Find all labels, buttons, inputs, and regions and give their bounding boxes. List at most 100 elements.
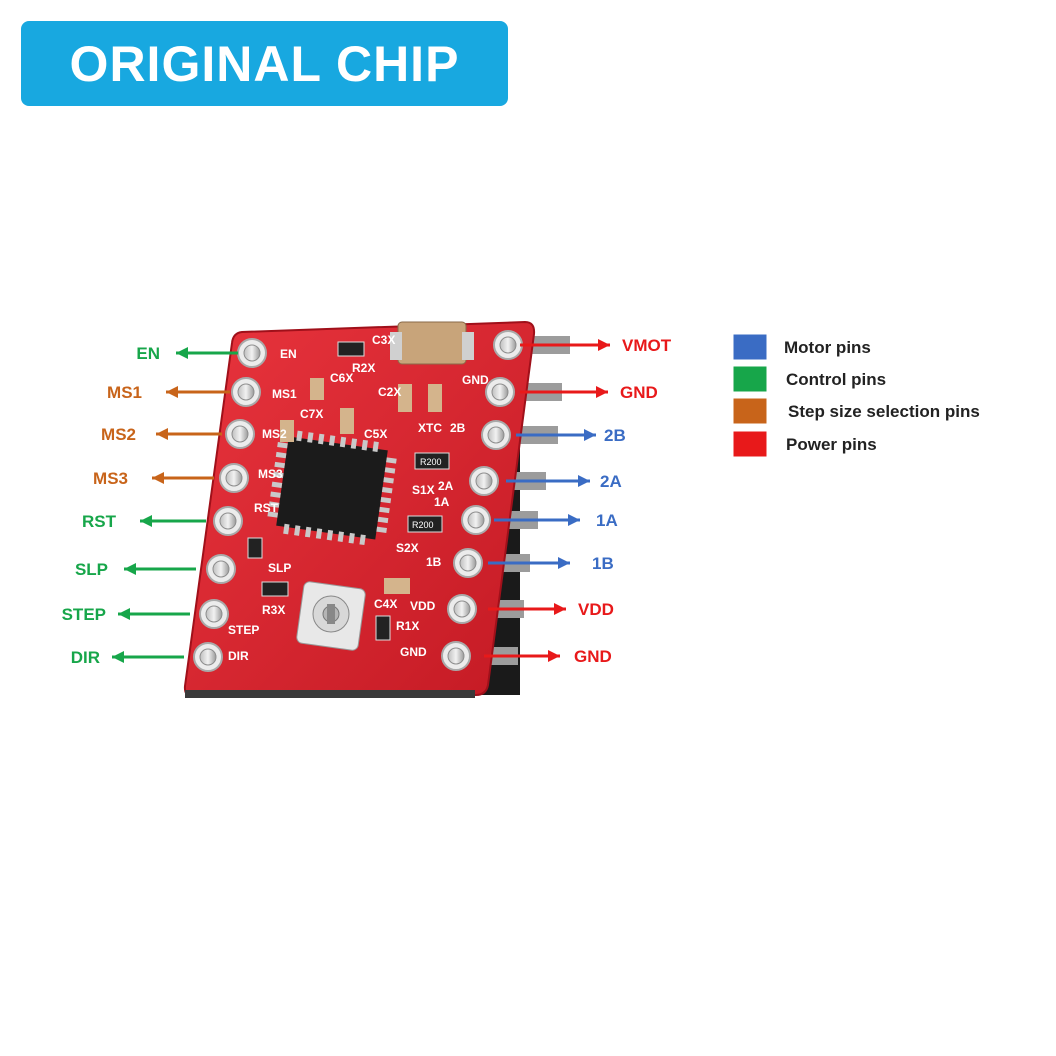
silk-r2x: R2X xyxy=(352,361,375,375)
silkscreen-labels: EN MS1 MS2 MS3 RST SLP STEP DIR R2X C3X … xyxy=(228,333,489,663)
arrow-en xyxy=(176,347,238,359)
silk-xtc: XTC xyxy=(418,421,442,435)
banner-title: ORIGINAL CHIP xyxy=(69,35,460,92)
pad-en xyxy=(237,338,267,368)
pcb-edge xyxy=(185,690,475,698)
legend-label: Power pins xyxy=(786,435,877,454)
right-solder-pads xyxy=(441,330,523,671)
silk-dir: DIR xyxy=(228,649,249,663)
pin-label-ms3: MS3 xyxy=(93,469,128,488)
legend-item-power-pins: Power pins xyxy=(732,430,877,458)
pin-label-ms2: MS2 xyxy=(101,425,136,444)
silk-2b: 2B xyxy=(450,421,466,435)
arrow-2a-3 xyxy=(506,475,590,487)
silk-step: STEP xyxy=(228,623,259,637)
silk-rst: RST xyxy=(254,501,279,515)
pin-label-dir: DIR xyxy=(71,648,100,667)
driver-ic xyxy=(267,430,397,546)
smd-components xyxy=(247,341,450,641)
arrow-gnd-7 xyxy=(484,650,560,662)
silk-1b: 1B xyxy=(426,555,442,569)
arrow-gnd-1 xyxy=(520,386,608,398)
legend-item-motor-pins: Motor pins xyxy=(732,333,871,361)
potentiometer xyxy=(296,581,366,651)
arrow-step xyxy=(118,608,190,620)
silk-r200b: R200 xyxy=(412,520,434,530)
right-pin-callouts: VMOT GND 2B 2A 1A 1B VDD GND xyxy=(484,336,672,666)
pad-dir xyxy=(193,642,223,672)
pin-label-vdd-6: VDD xyxy=(578,600,614,619)
legend-swatch xyxy=(732,430,768,458)
pin-label-1a-4: 1A xyxy=(596,511,618,530)
pad-ms3 xyxy=(219,463,249,493)
pin-label-2a-3: 2A xyxy=(600,472,622,491)
silk-gnd-top: GND xyxy=(462,373,489,387)
pin-label-vmot-0: VMOT xyxy=(622,336,672,355)
silk-r1x: R1X xyxy=(396,619,419,633)
legend-item-step-size-selection-pins: Step size selection pins xyxy=(732,397,980,425)
pin-label-step: STEP xyxy=(62,605,106,624)
capacitor-large xyxy=(397,321,467,365)
arrow-2b-2 xyxy=(516,429,596,441)
pad-rst xyxy=(213,506,243,536)
silk-en: EN xyxy=(280,347,297,361)
silk-c2x: C2X xyxy=(378,385,401,399)
pin-label-gnd-7: GND xyxy=(574,647,612,666)
legend-label: Step size selection pins xyxy=(788,402,980,421)
pin-label-1b-5: 1B xyxy=(592,554,614,573)
silk-c6x: C6X xyxy=(330,371,353,385)
arrow-slp xyxy=(124,563,196,575)
silk-slp: SLP xyxy=(268,561,291,575)
arrow-ms2 xyxy=(156,428,222,440)
pin-label-2b-2: 2B xyxy=(604,426,626,445)
pad-gnd-1 xyxy=(485,377,515,407)
arrow-vmot-0 xyxy=(520,339,610,351)
arrow-ms1 xyxy=(166,386,230,398)
silk-r3x: R3X xyxy=(262,603,285,617)
silk-s2x: S2X xyxy=(396,541,419,555)
pin-label-rst: RST xyxy=(82,512,117,531)
silk-ms2: MS2 xyxy=(262,427,287,441)
arrow-rst xyxy=(140,515,206,527)
legend-item-control-pins: Control pins xyxy=(732,365,886,393)
silk-1a: 1A xyxy=(434,495,450,509)
silk-vdd: VDD xyxy=(410,599,436,613)
legend-swatch xyxy=(732,365,768,393)
pad-vmot-0 xyxy=(493,330,523,360)
legend-swatch xyxy=(732,397,768,425)
silk-2a: 2A xyxy=(438,479,454,493)
original-chip-banner: ORIGINAL CHIP xyxy=(21,21,508,106)
legend-swatch xyxy=(732,333,768,361)
pad-vdd-6 xyxy=(447,594,477,624)
pad-slp xyxy=(206,554,236,584)
legend-label: Control pins xyxy=(786,370,886,389)
arrow-1a-4 xyxy=(494,514,580,526)
pin-label-slp: SLP xyxy=(75,560,108,579)
legend-label: Motor pins xyxy=(784,338,871,357)
arrow-1b-5 xyxy=(488,557,570,569)
silk-ms3: MS3 xyxy=(258,467,283,481)
pin-label-gnd-1: GND xyxy=(620,383,658,402)
left-solder-pads xyxy=(193,338,267,672)
silk-c7x: C7X xyxy=(300,407,323,421)
pad-1b-5 xyxy=(453,548,483,578)
silk-c5x: C5X xyxy=(364,427,387,441)
pad-ms2 xyxy=(225,419,255,449)
pad-2b-2 xyxy=(481,420,511,450)
pad-step xyxy=(199,599,229,629)
pad-gnd-7 xyxy=(441,641,471,671)
silk-c4x: C4X xyxy=(374,597,397,611)
pad-ms1 xyxy=(231,377,261,407)
silk-gnd-bottom: GND xyxy=(400,645,427,659)
silk-s1x: S1X xyxy=(412,483,435,497)
pin-label-en: EN xyxy=(136,344,160,363)
pad-2a-3 xyxy=(469,466,499,496)
arrow-ms3 xyxy=(152,472,214,484)
silk-c3x: C3X xyxy=(372,333,395,347)
arrow-vdd-6 xyxy=(488,603,566,615)
silk-ms1: MS1 xyxy=(272,387,297,401)
pin-label-ms1: MS1 xyxy=(107,383,142,402)
